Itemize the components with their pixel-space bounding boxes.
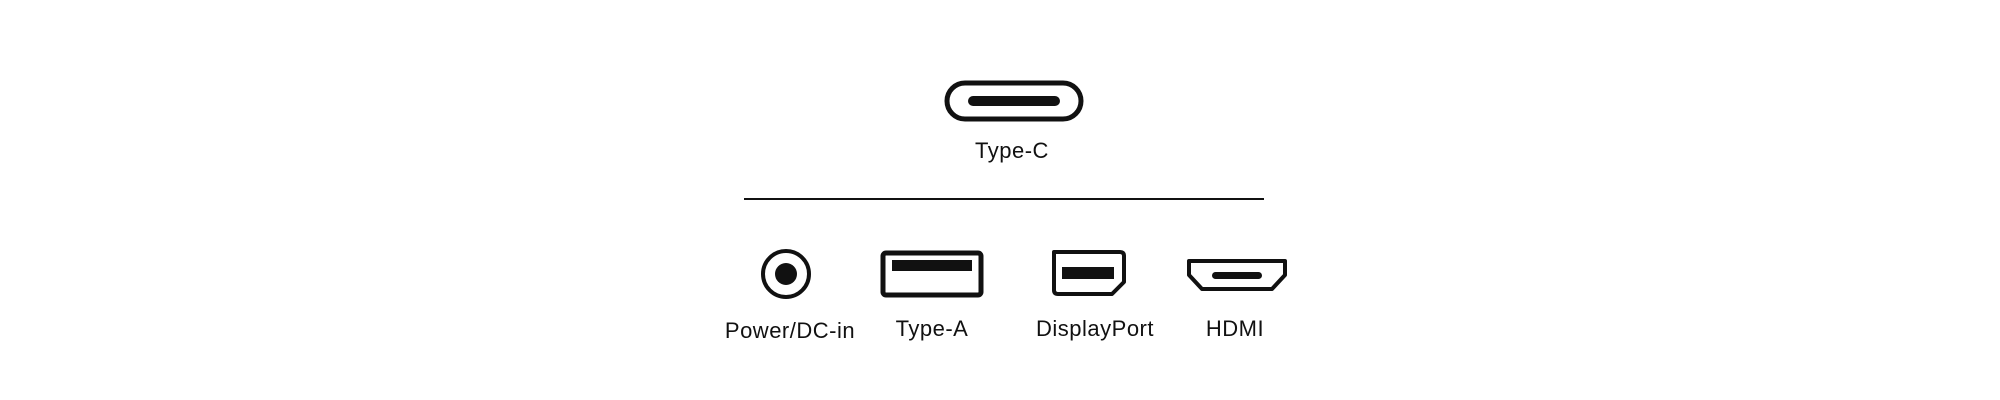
section-divider bbox=[744, 198, 1264, 200]
usb-type-a-port-icon bbox=[880, 250, 984, 298]
displayport-port-icon bbox=[1052, 250, 1126, 296]
port-label-displayport: DisplayPort bbox=[1036, 316, 1154, 341]
port-label-type-c: Type-C bbox=[975, 138, 1049, 163]
port-label-power-dc-in: Power/DC-in bbox=[724, 318, 856, 343]
dc-barrel-jack-icon bbox=[761, 249, 811, 299]
port-label-hdmi: HDMI bbox=[1205, 316, 1265, 341]
hdmi-port-icon bbox=[1187, 259, 1287, 291]
usb-type-c-port-icon bbox=[944, 80, 1084, 122]
port-label-type-a: Type-A bbox=[895, 316, 969, 341]
